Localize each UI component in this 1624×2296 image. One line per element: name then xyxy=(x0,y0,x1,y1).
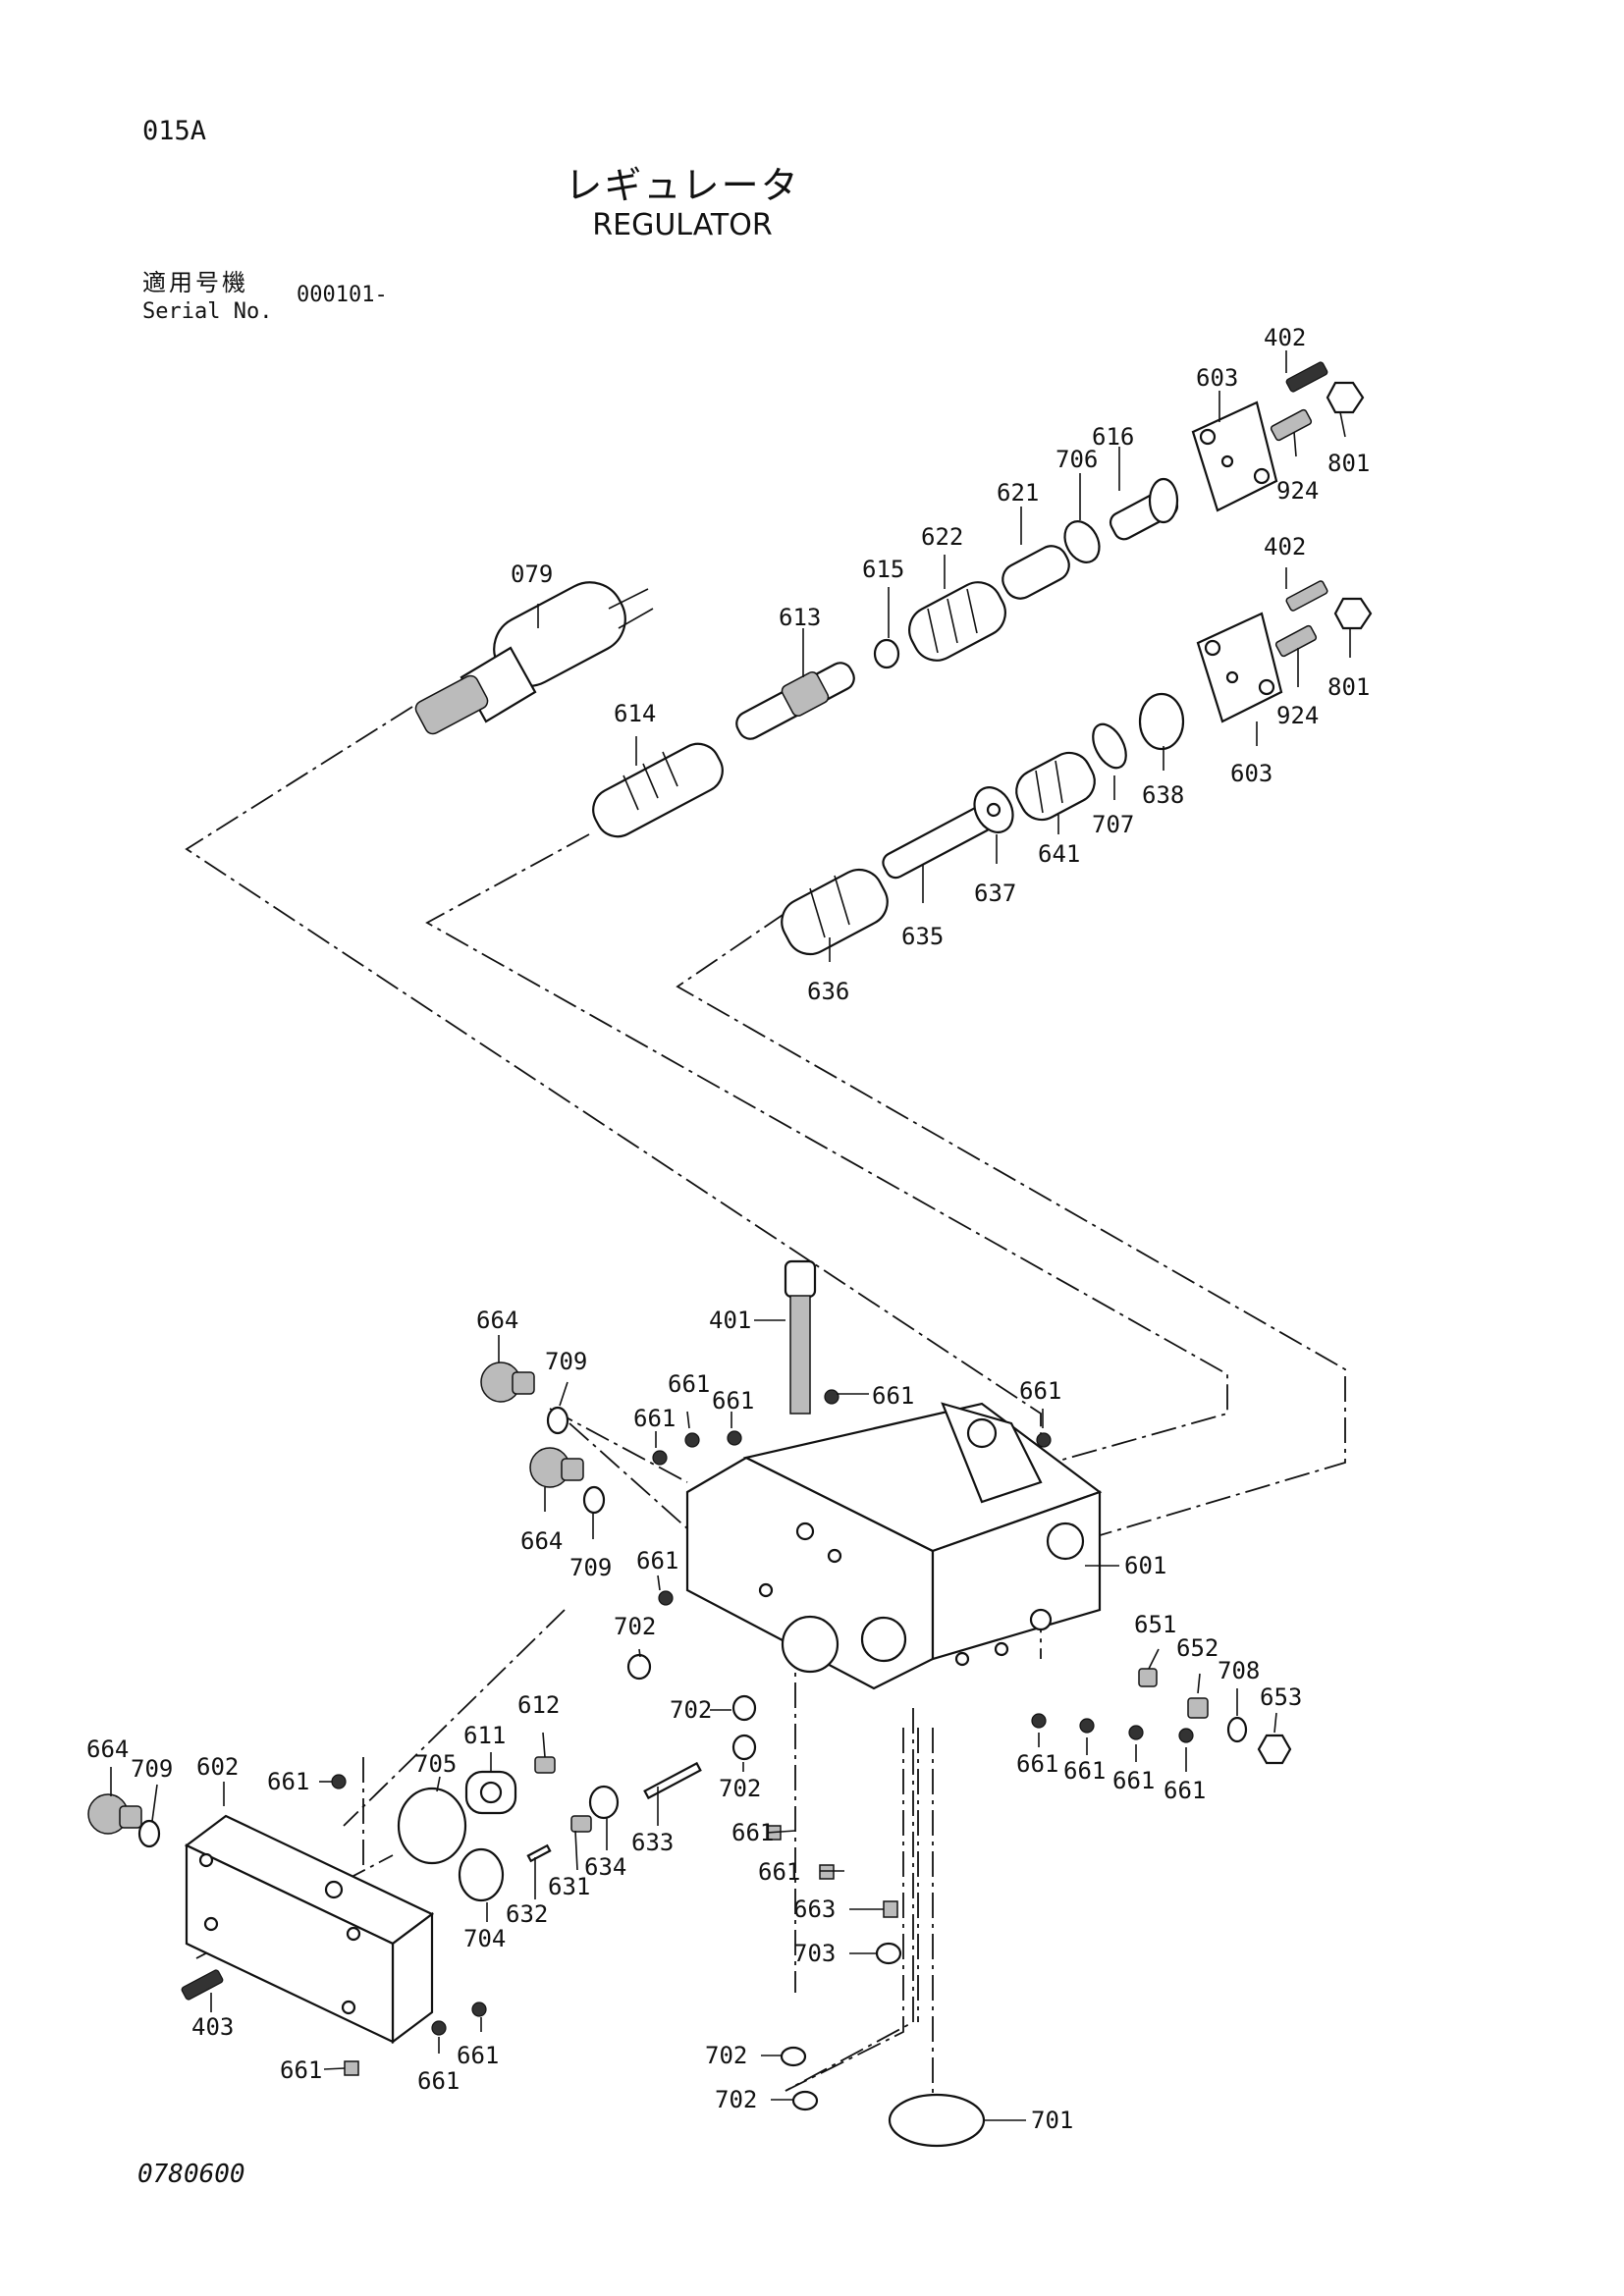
label-637: 637 xyxy=(974,880,1016,907)
label-612: 612 xyxy=(517,1691,560,1719)
label-663: 663 xyxy=(793,1896,836,1923)
label-701: 701 xyxy=(1031,2107,1073,2134)
label-652: 652 xyxy=(1176,1634,1218,1662)
label-664-a: 664 xyxy=(476,1307,518,1334)
label-924-lower: 924 xyxy=(1276,702,1319,729)
label-603-lower: 603 xyxy=(1230,760,1272,787)
label-616: 616 xyxy=(1092,423,1134,451)
label-709-b: 709 xyxy=(569,1554,612,1581)
label-661-p: 661 xyxy=(417,2067,460,2095)
label-661-b: 661 xyxy=(712,1387,754,1415)
label-613: 613 xyxy=(779,604,821,631)
label-615: 615 xyxy=(862,556,904,583)
title-english: REGULATOR xyxy=(592,208,773,242)
label-707: 707 xyxy=(1092,811,1134,838)
label-651: 651 xyxy=(1134,1611,1176,1638)
label-709-c: 709 xyxy=(131,1755,173,1783)
label-664-b: 664 xyxy=(520,1527,563,1555)
label-924-upper: 924 xyxy=(1276,477,1319,505)
label-631: 631 xyxy=(548,1873,590,1900)
drawing-number: 0780600 xyxy=(137,2160,245,2189)
label-702-e: 702 xyxy=(715,2086,757,2113)
label-653: 653 xyxy=(1260,1683,1302,1711)
spool-613 xyxy=(735,662,855,740)
label-603-upper: 603 xyxy=(1196,364,1238,392)
label-661-i: 661 xyxy=(1112,1767,1155,1794)
label-664-c: 664 xyxy=(86,1735,129,1763)
label-632: 632 xyxy=(506,1900,548,1928)
label-661-m: 661 xyxy=(758,1858,800,1886)
label-636: 636 xyxy=(807,978,849,1005)
label-661-d: 661 xyxy=(872,1382,914,1410)
title-japanese: レギュレータ xyxy=(565,164,800,207)
label-661-o: 661 xyxy=(457,2042,499,2069)
label-402-upper: 402 xyxy=(1264,324,1306,351)
label-402-lower: 402 xyxy=(1264,533,1306,561)
label-704: 704 xyxy=(463,1925,506,1952)
label-601: 601 xyxy=(1124,1552,1166,1579)
label-621: 621 xyxy=(997,479,1039,507)
regulator-body-601 xyxy=(685,1402,1103,1690)
label-661-k: 661 xyxy=(267,1768,309,1795)
label-641: 641 xyxy=(1038,840,1080,868)
label-403: 403 xyxy=(191,2013,234,2041)
adjuster-parts xyxy=(464,1756,702,1863)
page-code: 015A xyxy=(142,116,207,146)
label-706: 706 xyxy=(1056,446,1098,473)
label-801-lower: 801 xyxy=(1327,673,1370,701)
cover-603-upper xyxy=(1191,361,1365,512)
label-702-d: 702 xyxy=(705,2042,747,2069)
label-702-a: 702 xyxy=(614,1613,656,1640)
lower-spring-group xyxy=(973,692,1185,833)
piston-636 xyxy=(781,868,889,956)
sleeve-614 xyxy=(592,742,724,838)
label-705: 705 xyxy=(414,1750,457,1778)
upper-spring-group xyxy=(873,477,1179,669)
label-602: 602 xyxy=(196,1753,239,1781)
serial-label-english: Serial No. xyxy=(142,299,273,324)
set-screws-661 xyxy=(181,1389,1194,2076)
label-633: 633 xyxy=(631,1829,674,1856)
plugs-664 xyxy=(87,1362,584,1835)
label-614: 614 xyxy=(614,700,656,727)
label-661-n: 661 xyxy=(280,2056,322,2084)
label-661-c: 661 xyxy=(633,1405,676,1432)
housing-602 xyxy=(184,1814,435,2045)
leader-lines xyxy=(110,350,1351,2121)
bolt-401 xyxy=(784,1259,817,1415)
label-709-a: 709 xyxy=(545,1348,587,1375)
serial-value: 000101- xyxy=(297,283,388,307)
label-703: 703 xyxy=(793,1940,836,1967)
label-708: 708 xyxy=(1218,1657,1260,1684)
o-rings xyxy=(137,1406,1248,2148)
label-661-h: 661 xyxy=(1063,1757,1106,1785)
label-611: 611 xyxy=(463,1722,506,1749)
label-635: 635 xyxy=(901,923,944,950)
label-702-c: 702 xyxy=(719,1775,761,1802)
cover-603-lower xyxy=(1196,580,1373,723)
label-661-f: 661 xyxy=(636,1547,678,1575)
label-622: 622 xyxy=(921,523,963,551)
label-661-l: 661 xyxy=(731,1819,774,1846)
label-702-b: 702 xyxy=(670,1696,712,1724)
part-labels: 079 613 614 615 622 621 706 616 603 402 … xyxy=(86,324,1370,2134)
label-661-e: 661 xyxy=(1019,1377,1061,1405)
label-661-j: 661 xyxy=(1164,1777,1206,1804)
label-661-a: 661 xyxy=(668,1370,710,1398)
label-401: 401 xyxy=(709,1307,751,1334)
right-plugs xyxy=(1138,1668,1292,1765)
label-638: 638 xyxy=(1142,781,1184,809)
label-801-upper: 801 xyxy=(1327,450,1370,477)
solenoid-079 xyxy=(414,581,654,735)
label-661-g: 661 xyxy=(1016,1750,1058,1778)
label-634: 634 xyxy=(584,1853,626,1881)
label-079: 079 xyxy=(511,561,553,588)
serial-label-japanese: 適用号機 xyxy=(142,269,248,296)
